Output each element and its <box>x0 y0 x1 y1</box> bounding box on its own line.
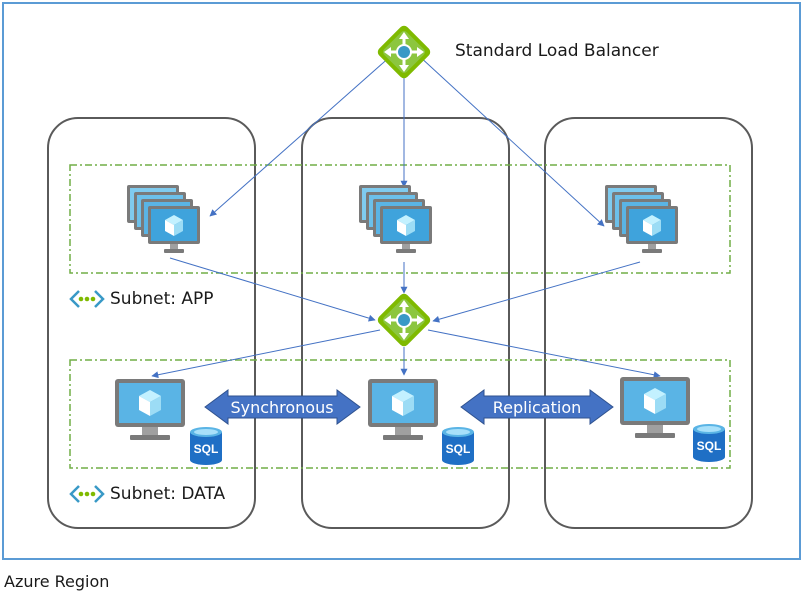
synchronous-arrow: Synchronous <box>204 389 361 425</box>
azure-region-label: Azure Region <box>4 572 110 591</box>
sql-database-zone-2: SQL <box>442 427 474 465</box>
sql-database-zone-1: SQL <box>190 427 222 465</box>
connector-ilb-to-data-3 <box>427 329 661 379</box>
synchronous-label: Synchronous <box>230 398 333 417</box>
sql-badge-label: SQL <box>194 442 219 456</box>
availability-zone-1 <box>47 117 256 529</box>
connector-lb-to-app-3 <box>417 54 605 227</box>
connector-app3-to-ilb <box>432 261 641 323</box>
replication-label: Replication <box>493 398 582 417</box>
subnet-app-label: Subnet: APP <box>110 289 214 309</box>
connector-ilb-to-data-1 <box>151 329 381 379</box>
data-vm-zone-3-icon <box>620 377 690 438</box>
sql-badge-label: SQL <box>446 442 471 456</box>
app-vmss-zone-1-icon <box>127 185 200 253</box>
azure-region-boundary <box>2 2 801 560</box>
standard-load-balancer-icon <box>374 22 434 82</box>
availability-zone-2 <box>301 117 510 529</box>
subnet-app-boundary <box>69 164 731 274</box>
data-vm-zone-1-icon <box>115 379 185 440</box>
subnet-data-label: Subnet: DATA <box>110 484 226 504</box>
app-vmss-zone-2-icon <box>359 185 432 253</box>
standard-load-balancer-label: Standard Load Balancer <box>455 41 659 61</box>
subnet-data-icon <box>69 484 105 504</box>
app-vmss-zone-3-icon <box>605 185 678 253</box>
sql-badge-label: SQL <box>697 439 722 453</box>
connector-app1-to-ilb <box>169 257 376 322</box>
availability-zone-3 <box>544 117 753 529</box>
subnet-app-icon <box>69 289 105 309</box>
data-vm-zone-2-icon <box>368 379 438 440</box>
subnet-data-boundary <box>69 359 731 469</box>
internal-load-balancer-icon <box>374 290 434 350</box>
connector-lb-to-app-1 <box>209 54 393 217</box>
sql-database-zone-3: SQL <box>693 424 725 462</box>
replication-arrow: Replication <box>460 389 614 425</box>
